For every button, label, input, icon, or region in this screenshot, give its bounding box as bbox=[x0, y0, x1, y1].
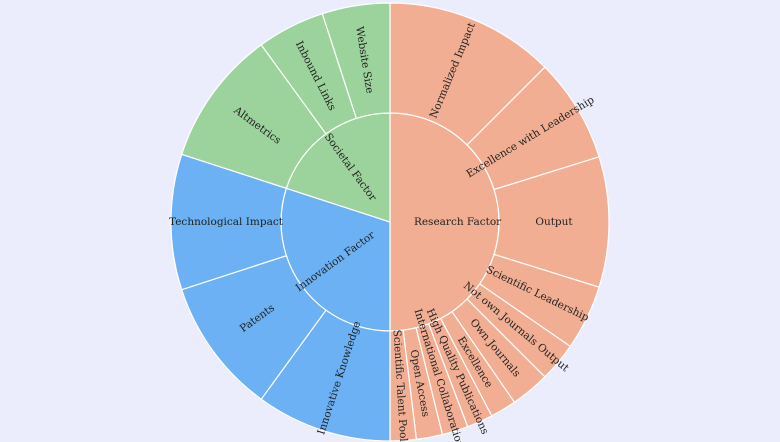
label-technological-impact: Technological Impact bbox=[169, 216, 284, 228]
segment-website-size[interactable] bbox=[321, 2, 391, 120]
label-output: Output bbox=[535, 216, 573, 228]
label-research-factor: Research Factor bbox=[414, 216, 502, 228]
